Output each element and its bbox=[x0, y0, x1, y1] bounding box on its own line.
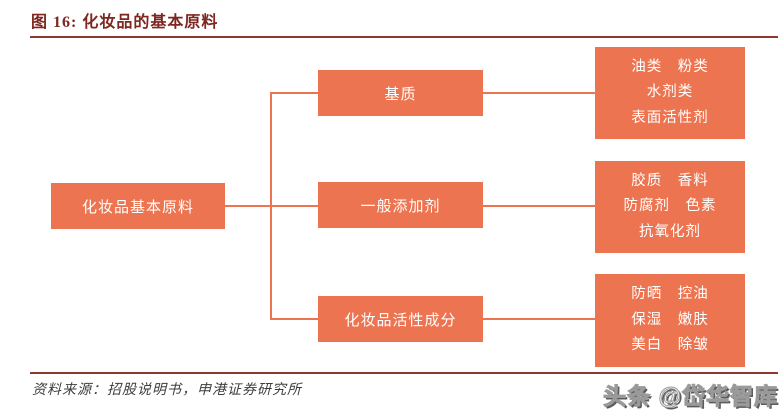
detail-line: 油类 粉类 bbox=[631, 58, 709, 75]
connector-branch-1-to-detail bbox=[483, 92, 595, 94]
source-note: 资料来源：招股说明书，申港证券研究所 bbox=[32, 383, 302, 398]
figure-title: 图 16: 化妆品的基本原料 bbox=[31, 14, 219, 31]
connector-root-to-trunk bbox=[225, 205, 270, 207]
detail-line: 保湿 嫩肤 bbox=[631, 311, 709, 328]
connector-branch-2-to-detail bbox=[483, 205, 595, 207]
toutiao-watermark: 头条 @岱华智库 bbox=[603, 383, 778, 410]
connector-trunk-to-branch-3 bbox=[272, 318, 318, 320]
branch-node-general-additives: 一般添加剂 bbox=[318, 182, 483, 228]
detail-node-general-additives: 胶质 香料 防腐剂 色素 抗氧化剂 bbox=[595, 161, 745, 253]
detail-node-active-ingredients: 防晒 控油 保湿 嫩肤 美白 除皱 bbox=[595, 274, 745, 367]
detail-line: 抗氧化剂 bbox=[639, 223, 701, 240]
detail-line: 水剂类 bbox=[646, 84, 694, 101]
connector-trunk-to-branch-1 bbox=[272, 92, 318, 94]
root-node-basic-raw-materials: 化妆品基本原料 bbox=[51, 183, 225, 229]
connector-trunk-to-branch-2 bbox=[272, 205, 318, 207]
detail-line: 表面活性剂 bbox=[631, 109, 709, 126]
connector-branch-3-to-detail bbox=[483, 318, 595, 320]
title-divider bbox=[30, 36, 778, 38]
detail-line: 胶质 香料 bbox=[631, 172, 709, 189]
detail-node-base-material: 油类 粉类 水剂类 表面活性剂 bbox=[595, 47, 745, 139]
connector-trunk bbox=[270, 92, 272, 320]
branch-node-base-material: 基质 bbox=[318, 70, 483, 116]
detail-line: 防腐剂 色素 bbox=[623, 198, 717, 215]
branch-node-active-ingredients: 化妆品活性成分 bbox=[318, 296, 483, 342]
detail-line: 美白 除皱 bbox=[631, 337, 709, 354]
footer-divider bbox=[30, 372, 778, 374]
detail-line: 防晒 控油 bbox=[631, 286, 709, 303]
